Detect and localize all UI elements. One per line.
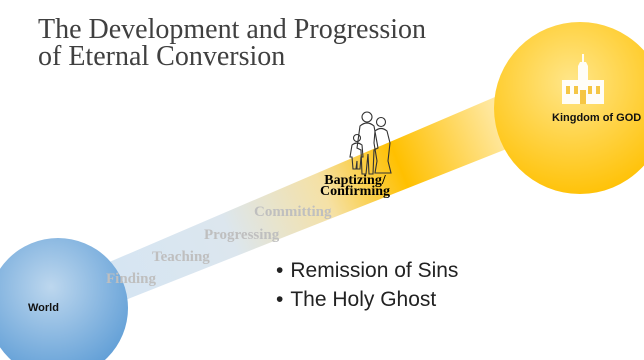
temple-icon xyxy=(562,54,604,104)
title-line-1: The Development and Progression xyxy=(38,14,427,45)
stage-current-line-1: Baptizing/ xyxy=(324,173,386,188)
slide-title: The Development and Progression of Etern… xyxy=(38,14,498,72)
stage-baptizing-confirming: Baptizing/ Confirming xyxy=(320,173,390,199)
stage-current-line-2: Confirming xyxy=(320,184,390,199)
kingdom-label: Kingdom of GOD xyxy=(552,112,642,124)
stage-finding: Finding xyxy=(106,271,157,287)
progression-path xyxy=(72,52,615,318)
world-label: World xyxy=(28,302,59,314)
family-icon xyxy=(349,111,392,175)
stage-teaching: Teaching xyxy=(152,249,210,265)
bullet-item: Remission of Sins xyxy=(276,256,458,285)
stage-committing: Committing xyxy=(254,204,332,220)
title-line-2: of Eternal Conversion xyxy=(38,41,286,72)
kingdom-circle xyxy=(494,22,644,194)
blessings-list: Remission of Sins The Holy Ghost xyxy=(276,256,458,314)
stage-progressing: Progressing xyxy=(204,227,280,243)
world-circle xyxy=(0,238,128,360)
bullet-item: The Holy Ghost xyxy=(276,285,458,314)
